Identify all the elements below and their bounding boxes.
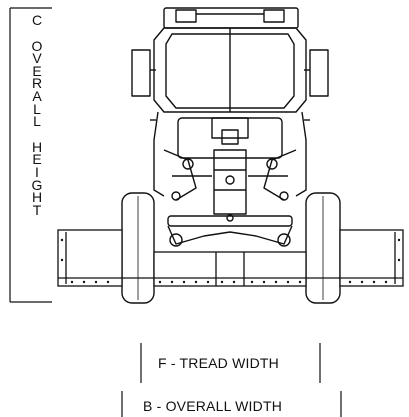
height-letter: A [32, 87, 42, 104]
tread-width-label: F - TREAD WIDTH [158, 355, 279, 371]
overall-height-label: C O V E R A L L H E I G H T [27, 12, 47, 218]
height-letter: H [31, 189, 43, 206]
overall-width-dimension [121, 391, 342, 417]
overall-width-label: B - OVERALL WIDTH [143, 398, 283, 414]
height-letter: H [31, 138, 43, 155]
height-code-letter: C [31, 12, 43, 28]
right-front-tire [305, 192, 341, 304]
overall-height-dimension [9, 7, 52, 303]
height-letter: G [31, 176, 43, 193]
height-letter: T [32, 201, 42, 218]
height-letter: L [33, 100, 41, 117]
tread-width-dimension [140, 343, 321, 383]
height-letter: L [33, 113, 41, 130]
height-letter: E [32, 62, 42, 79]
left-front-tire [121, 192, 155, 304]
blade-bolts [60, 238, 401, 284]
height-letter: O [31, 37, 43, 54]
height-letter: R [31, 75, 43, 92]
front-blade [57, 229, 404, 287]
height-letter: E [32, 151, 42, 168]
height-letter: I [35, 163, 39, 180]
grader-body [131, 7, 329, 247]
height-letter: V [32, 50, 42, 67]
